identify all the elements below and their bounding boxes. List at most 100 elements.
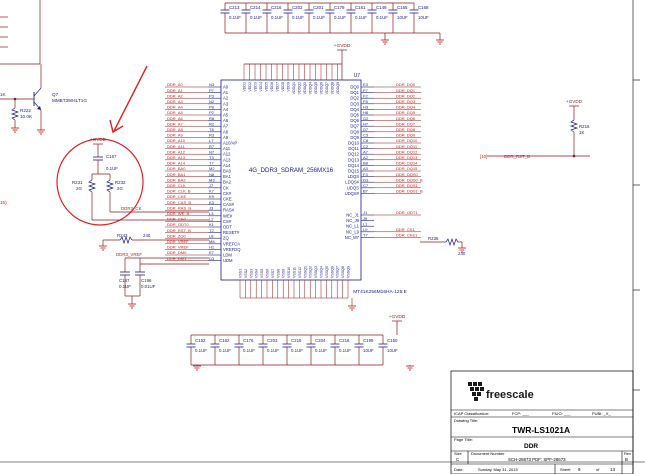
pin-vddq8[interactable]: VDDQ8 bbox=[331, 64, 335, 94]
pin-vddq9[interactable]: VDDQ9 bbox=[336, 64, 340, 94]
pin-vssq3[interactable]: VSSQ3 bbox=[314, 266, 318, 298]
pin-vddq4[interactable]: VDDQ4 bbox=[309, 64, 313, 94]
pin-vdd6[interactable]: VDD6 bbox=[270, 64, 274, 92]
pin-vssq7[interactable]: VSSQ7 bbox=[336, 266, 340, 298]
pin-vss9[interactable]: VSS9 bbox=[282, 269, 286, 298]
pin-vss6[interactable]: VSS6 bbox=[266, 269, 270, 298]
pin-vddq6[interactable]: VDDQ6 bbox=[320, 64, 324, 94]
pin-vdd1[interactable]: VDD1 bbox=[243, 64, 247, 92]
pin-vddq1[interactable]: VDDQ1 bbox=[292, 64, 296, 94]
pin-vssq6[interactable]: VSSQ6 bbox=[330, 266, 334, 298]
pin-vss2[interactable]: VSS2 bbox=[244, 269, 248, 298]
pin-vddq7[interactable]: VDDQ7 bbox=[325, 64, 329, 94]
pin-vssq9[interactable]: VSSQ9 bbox=[347, 266, 351, 298]
pin-vss3[interactable]: VSS3 bbox=[249, 269, 253, 298]
pin-vdd7[interactable]: VDD7 bbox=[276, 64, 280, 92]
pin-vss12[interactable]: VSS12 bbox=[298, 267, 302, 298]
pin-vssq4[interactable]: VSSQ4 bbox=[320, 266, 324, 298]
pin-vss11[interactable]: VSS11 bbox=[293, 267, 297, 298]
pin-vdd8[interactable]: VDD8 bbox=[281, 64, 285, 92]
pin-vddq5[interactable]: VDDQ5 bbox=[314, 64, 318, 94]
pin-vdd2[interactable]: VDD2 bbox=[248, 64, 252, 92]
pin-vssq1[interactable]: VSSQ1 bbox=[303, 266, 307, 298]
pin-vdd3[interactable]: VDD3 bbox=[254, 64, 258, 92]
pin-vssq8[interactable]: VSSQ8 bbox=[341, 266, 345, 298]
pin-vdd5[interactable]: VDD5 bbox=[265, 64, 269, 92]
pin-vss4[interactable]: VSS4 bbox=[255, 269, 259, 298]
pin-vss8[interactable]: VSS8 bbox=[276, 269, 280, 298]
pin-vss1[interactable]: VSS1 bbox=[239, 269, 243, 298]
pin-vddq2[interactable]: VDDQ2 bbox=[298, 64, 302, 94]
pin-vssq2[interactable]: VSSQ2 bbox=[309, 266, 313, 298]
pin-vddq3[interactable]: VDDQ3 bbox=[303, 64, 307, 94]
